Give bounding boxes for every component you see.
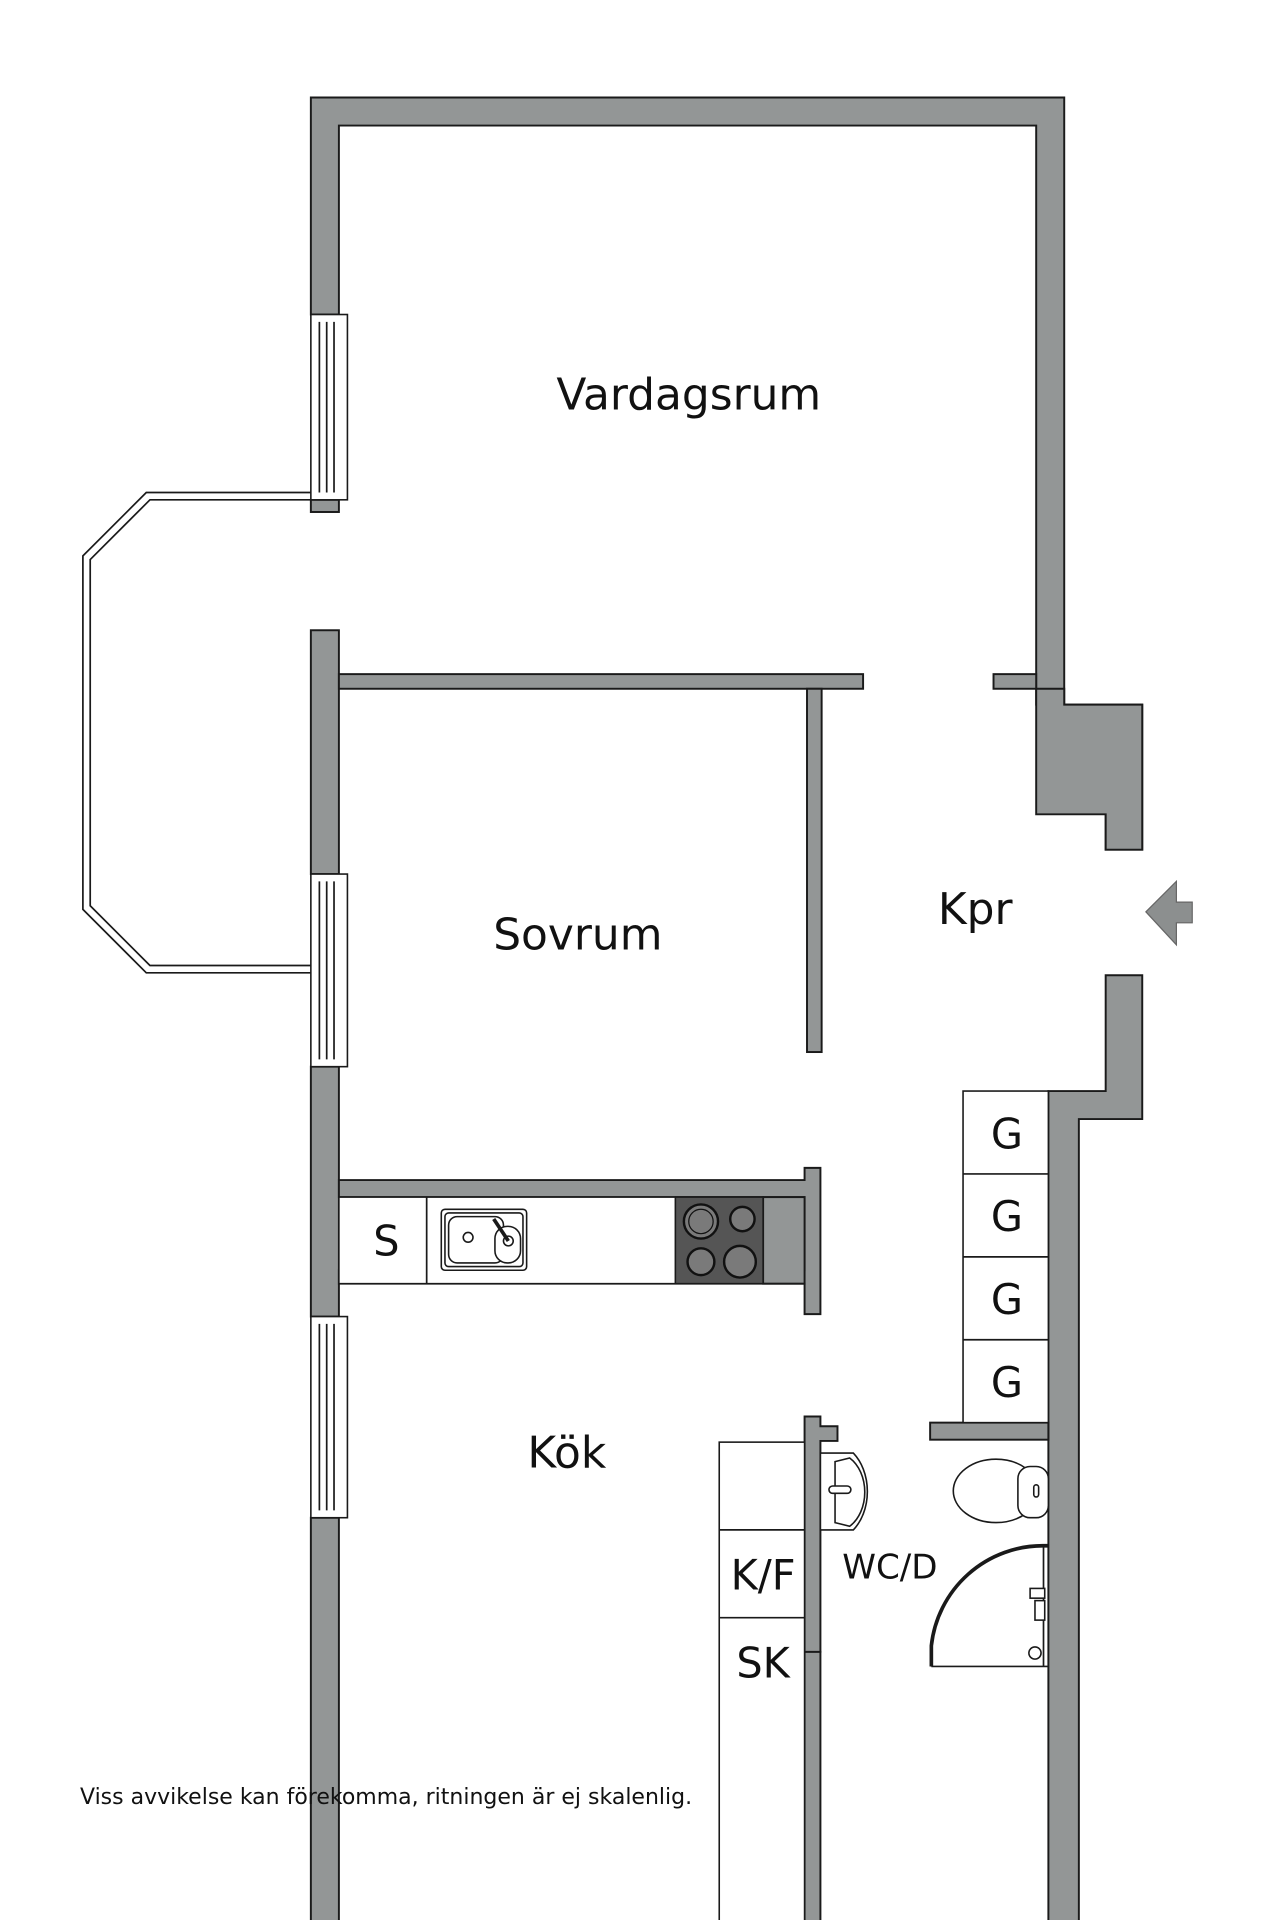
disclaimer-text: Viss avvikelse kan förekomma, ritningen … [80,1785,693,1810]
window-sovrum [310,873,349,1068]
room-label-sovrum: Sovrum [493,910,662,961]
window-vardagsrum [310,313,349,501]
fixture-label-kf: K/F [731,1552,796,1600]
room-label-kok: Kök [527,1428,606,1479]
closet-label: G [991,1359,1023,1407]
room-label-wcd: WC/D [842,1548,937,1588]
washbasin-icon [819,1452,869,1531]
exterior-walls [309,96,1144,1920]
closet-label: G [991,1276,1023,1324]
shower-icon [929,1543,1049,1668]
closet-label: G [991,1193,1023,1241]
entrance-arrow-icon [1145,879,1193,947]
kitchen-cabinets [718,1441,806,1920]
fixture-label-sk: SK [736,1639,791,1687]
fixture-label-s: S [373,1218,399,1266]
room-label-vardagsrum: Vardagsrum [556,370,821,421]
toilet-icon [952,1458,1050,1524]
window-kok [310,1315,349,1519]
balcony [82,491,311,974]
sink-icon [440,1208,528,1272]
closet-label: G [991,1110,1023,1158]
room-label-kpr: Kpr [938,884,1014,935]
closets: G G G G [962,1090,1050,1424]
interior-walls [337,673,1050,1653]
stove-icon [674,1196,764,1285]
